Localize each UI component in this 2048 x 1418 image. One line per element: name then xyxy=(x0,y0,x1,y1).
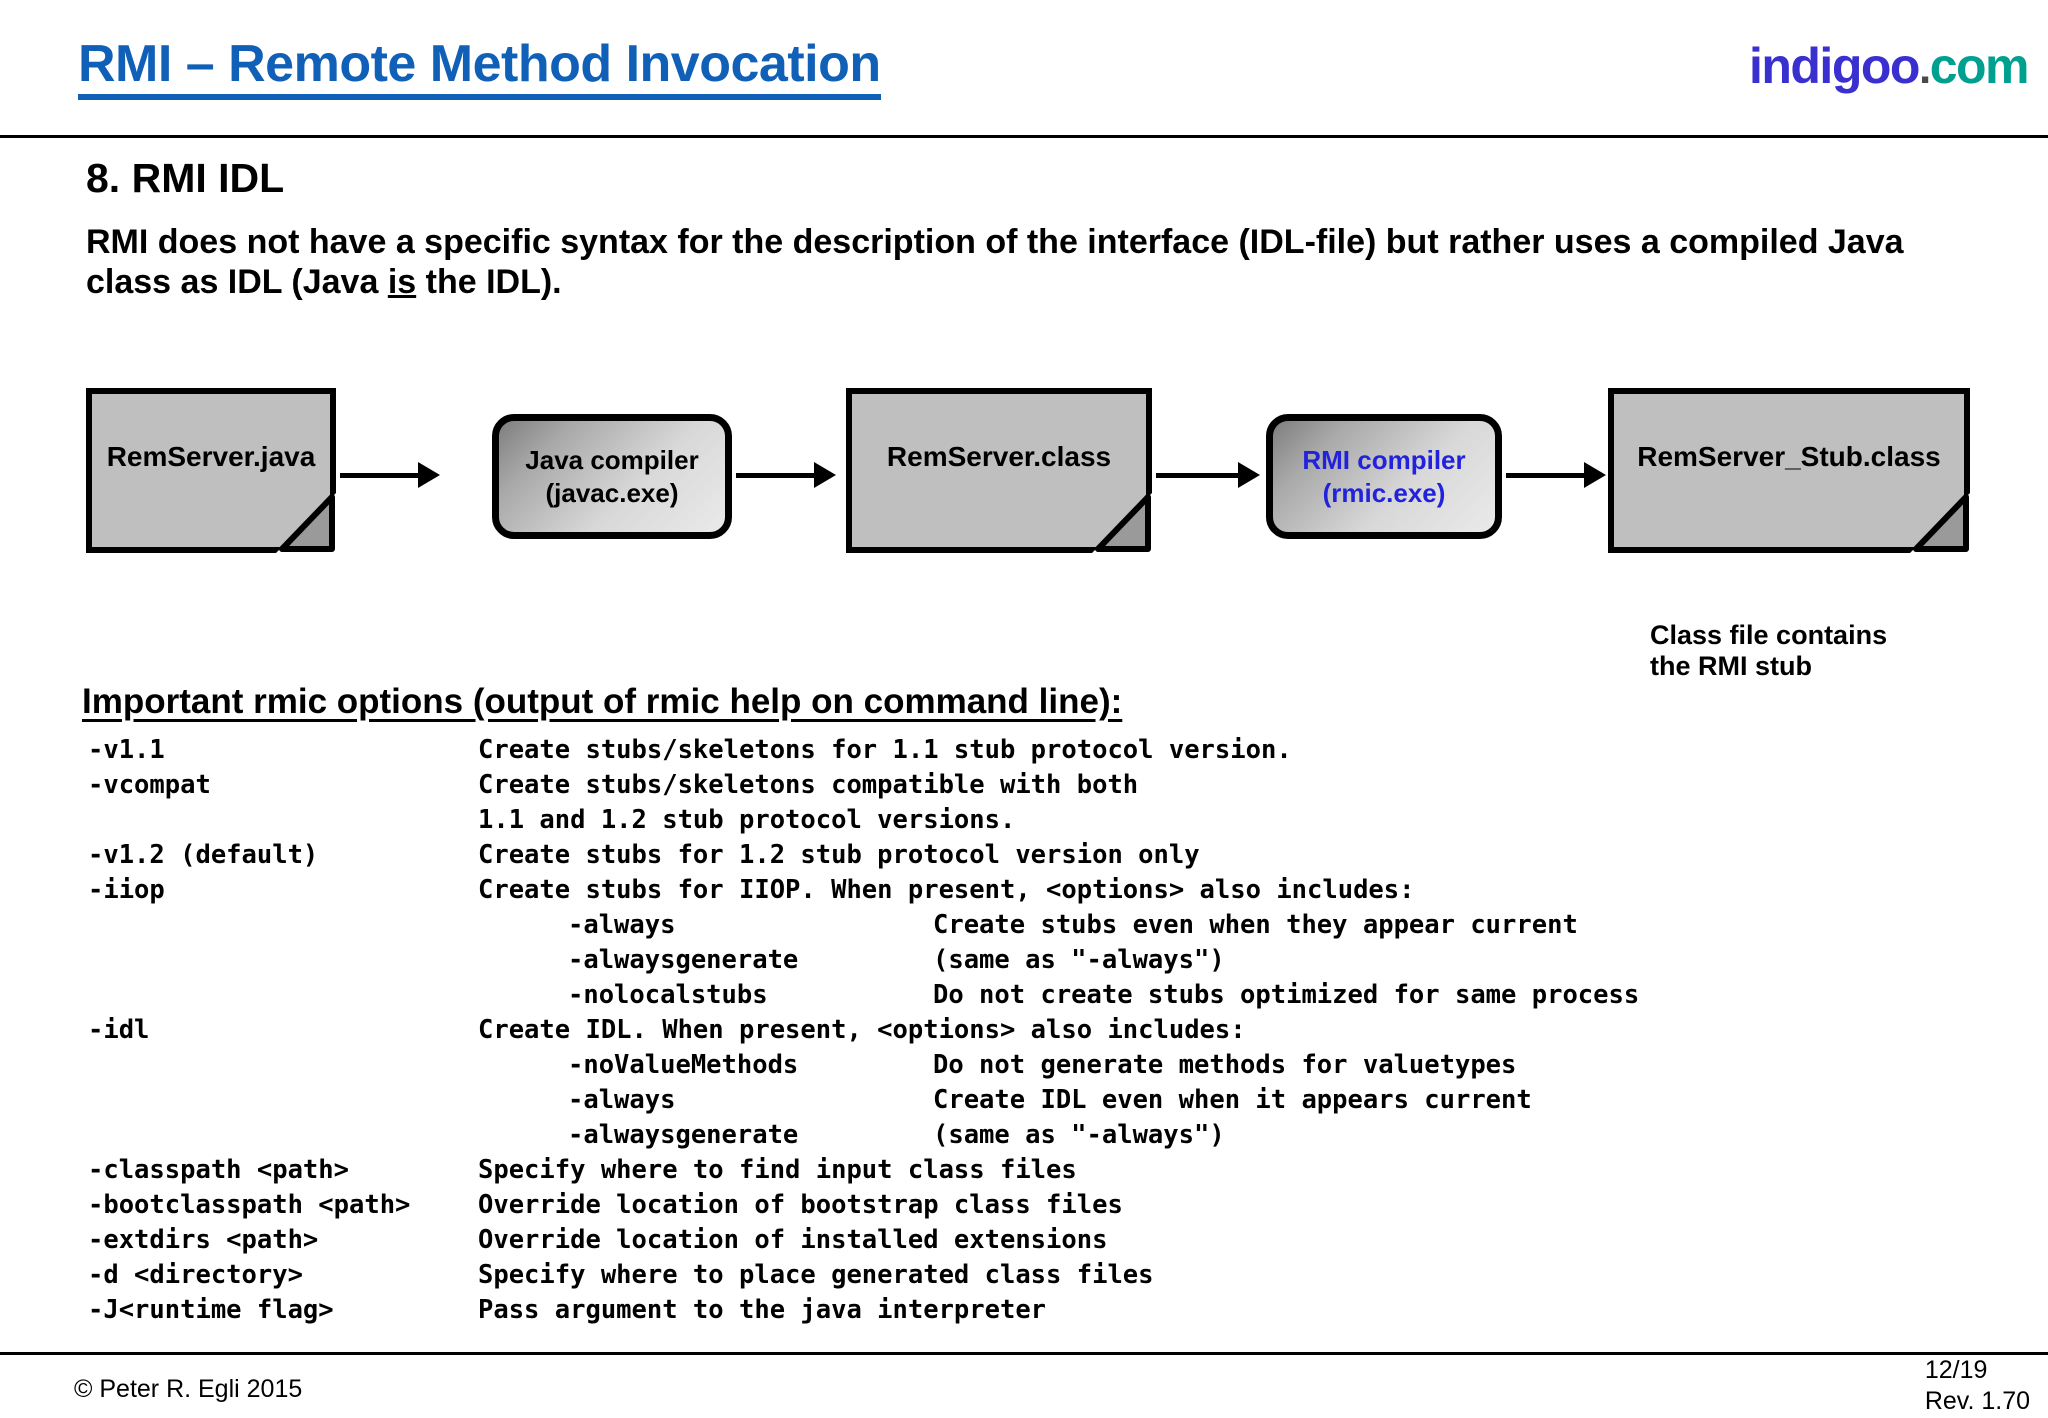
footer-divider xyxy=(0,1352,2048,1355)
options-heading: Important rmic options (output of rmic h… xyxy=(82,682,1123,721)
slide-header: RMI – Remote Method Invocation indigoo.c… xyxy=(0,0,2048,137)
option-row: -always Create stubs even when they appea… xyxy=(88,910,1988,945)
option-flag: -J<runtime flag> xyxy=(88,1295,334,1325)
intro-text-emphasis: is xyxy=(387,263,417,302)
diagram-node-remserver-class: RemServer.class xyxy=(846,388,1154,555)
option-flag: -alwaysgenerate xyxy=(568,945,799,975)
rmi-idl-pipeline-diagram: RemServer.java Java compiler (javac.exe)… xyxy=(0,370,2048,690)
option-description: (same as "-always") xyxy=(933,945,1225,975)
option-flag: -bootclasspath <path> xyxy=(88,1190,411,1220)
option-row: -extdirs <path> Override location of inst… xyxy=(88,1225,1988,1260)
option-row: 1.1 and 1.2 stub protocol versions. xyxy=(88,805,1988,840)
diagram-node-remserver-stub-class: RemServer_Stub.class xyxy=(1608,388,1972,555)
diagram-arrow-3 xyxy=(1156,473,1242,478)
option-flag: -noValueMethods xyxy=(568,1050,799,1080)
stub-note: Class file contains the RMI stub xyxy=(1650,620,1887,682)
option-description: Create stubs for 1.2 stub protocol versi… xyxy=(478,840,1200,870)
option-description: Create stubs/skeletons for 1.1 stub prot… xyxy=(478,735,1292,765)
diagram-node-label-line2: (javac.exe) xyxy=(545,477,679,508)
option-description: Specify where to find input class files xyxy=(478,1155,1077,1185)
header-divider xyxy=(0,135,2048,138)
option-row: -noValueMethods Do not generate methods f… xyxy=(88,1050,1988,1085)
diagram-node-rmi-compiler: RMI compiler (rmic.exe) xyxy=(1266,414,1502,539)
option-row: -d <directory> Specify where to place gen… xyxy=(88,1260,1988,1295)
option-row: -always Create IDL even when it appears c… xyxy=(88,1085,1988,1120)
diagram-node-remserver-java: RemServer.java xyxy=(86,388,338,555)
option-flag: -idl xyxy=(88,1015,150,1045)
option-flag: -iiop xyxy=(88,875,165,905)
diagram-arrow-2-head xyxy=(814,462,836,488)
page-number: 12/19 xyxy=(1924,1356,1988,1384)
option-flag: -d <directory> xyxy=(88,1260,303,1290)
option-row: -idl Create IDL. When present, <options> … xyxy=(88,1015,1988,1050)
diagram-arrow-2 xyxy=(736,473,818,478)
stub-note-line1: Class file contains xyxy=(1650,620,1888,650)
option-row: -vcompat Create stubs/skeletons compatibl… xyxy=(88,770,1988,805)
diagram-node-java-compiler: Java compiler (javac.exe) xyxy=(492,414,732,539)
option-flag: -alwaysgenerate xyxy=(568,1120,799,1150)
document-fold-icon xyxy=(1090,491,1154,555)
rmic-options-list: -v1.1 Create stubs/skeletons for 1.1 stub… xyxy=(88,735,1988,1330)
diagram-node-label: RemServer.java xyxy=(106,441,316,473)
option-description: (same as "-always") xyxy=(933,1120,1225,1150)
option-description: Specify where to place generated class f… xyxy=(478,1260,1154,1290)
section-heading: 8. RMI IDL xyxy=(86,155,285,201)
diagram-node-label-line2: (rmic.exe) xyxy=(1322,477,1446,508)
diagram-node-label-line1: Java compiler xyxy=(525,445,699,475)
option-flag: -vcompat xyxy=(88,770,211,800)
option-flag: -nolocalstubs xyxy=(568,980,768,1010)
diagram-arrow-3-head xyxy=(1238,462,1260,488)
diagram-arrow-4 xyxy=(1506,473,1588,478)
section-intro-paragraph: RMI does not have a specific syntax for … xyxy=(86,222,1966,302)
option-flag: -v1.1 xyxy=(88,735,165,765)
page-meta: 12/19 Rev. 1.70 xyxy=(1925,1355,2030,1418)
brand-name: indigoo xyxy=(1748,38,1921,94)
option-description: Create stubs even when they appear curre… xyxy=(933,910,1578,940)
option-description: Do not generate methods for valuetypes xyxy=(933,1050,1517,1080)
option-flag: -always xyxy=(568,910,676,940)
option-flag: -classpath <path> xyxy=(88,1155,349,1185)
option-description: Create IDL even when it appears current xyxy=(933,1085,1532,1115)
copyright-notice: © Peter R. Egli 2015 xyxy=(74,1375,303,1403)
option-row: -alwaysgenerate (same as "-always") xyxy=(88,1120,1988,1155)
option-row: -alwaysgenerate (same as "-always") xyxy=(88,945,1988,980)
option-row: -v1.2 (default) Create stubs for 1.2 stub… xyxy=(88,840,1988,875)
brand-tld: com xyxy=(1929,38,2030,94)
diagram-arrow-1-head xyxy=(418,462,440,488)
option-description: Create stubs for IIOP. When present, <op… xyxy=(478,875,1415,905)
option-flag: -extdirs <path> xyxy=(88,1225,319,1255)
option-description: 1.1 and 1.2 stub protocol versions. xyxy=(478,805,1016,835)
document-fold-icon xyxy=(274,491,338,555)
option-row: -bootclasspath <path> Override location o… xyxy=(88,1190,1988,1225)
option-row: -v1.1 Create stubs/skeletons for 1.1 stub… xyxy=(88,735,1988,770)
option-flag: -always xyxy=(568,1085,676,1115)
option-description: Pass argument to the java interpreter xyxy=(478,1295,1047,1325)
option-description: Do not create stubs optimized for same p… xyxy=(933,980,1640,1010)
option-row: -iiop Create stubs for IIOP. When present… xyxy=(88,875,1988,910)
diagram-node-label-line1: RMI compiler xyxy=(1302,445,1466,475)
brand-dot: . xyxy=(1918,44,1931,93)
option-row: -classpath <path> Specify where to find i… xyxy=(88,1155,1988,1190)
diagram-arrow-1 xyxy=(340,473,422,478)
option-description: Create IDL. When present, <options> also… xyxy=(478,1015,1246,1045)
diagram-node-label: RemServer_Stub.class xyxy=(1637,441,1941,473)
diagram-arrow-4-head xyxy=(1584,462,1606,488)
page-title: RMI – Remote Method Invocation xyxy=(78,38,881,100)
diagram-node-label: RemServer.class xyxy=(886,441,1112,473)
option-flag: -v1.2 (default) xyxy=(88,840,319,870)
brand-logo: indigoo.com xyxy=(1748,37,2030,95)
intro-text-part1: RMI does not have a specific syntax for … xyxy=(86,223,1904,302)
revision-label: Rev. 1.70 xyxy=(1924,1387,2030,1416)
option-row: -nolocalstubs Do not create stubs optimiz… xyxy=(88,980,1988,1015)
stub-note-line2: the RMI stub xyxy=(1650,651,1812,682)
option-description: Override location of installed extension… xyxy=(478,1225,1108,1255)
document-fold-icon xyxy=(1908,491,1972,555)
option-description: Override location of bootstrap class fil… xyxy=(478,1190,1123,1220)
option-row: -J<runtime flag> Pass argument to the jav… xyxy=(88,1295,1988,1330)
intro-text-part2: the IDL). xyxy=(416,263,562,302)
option-description: Create stubs/skeletons compatible with b… xyxy=(478,770,1139,800)
